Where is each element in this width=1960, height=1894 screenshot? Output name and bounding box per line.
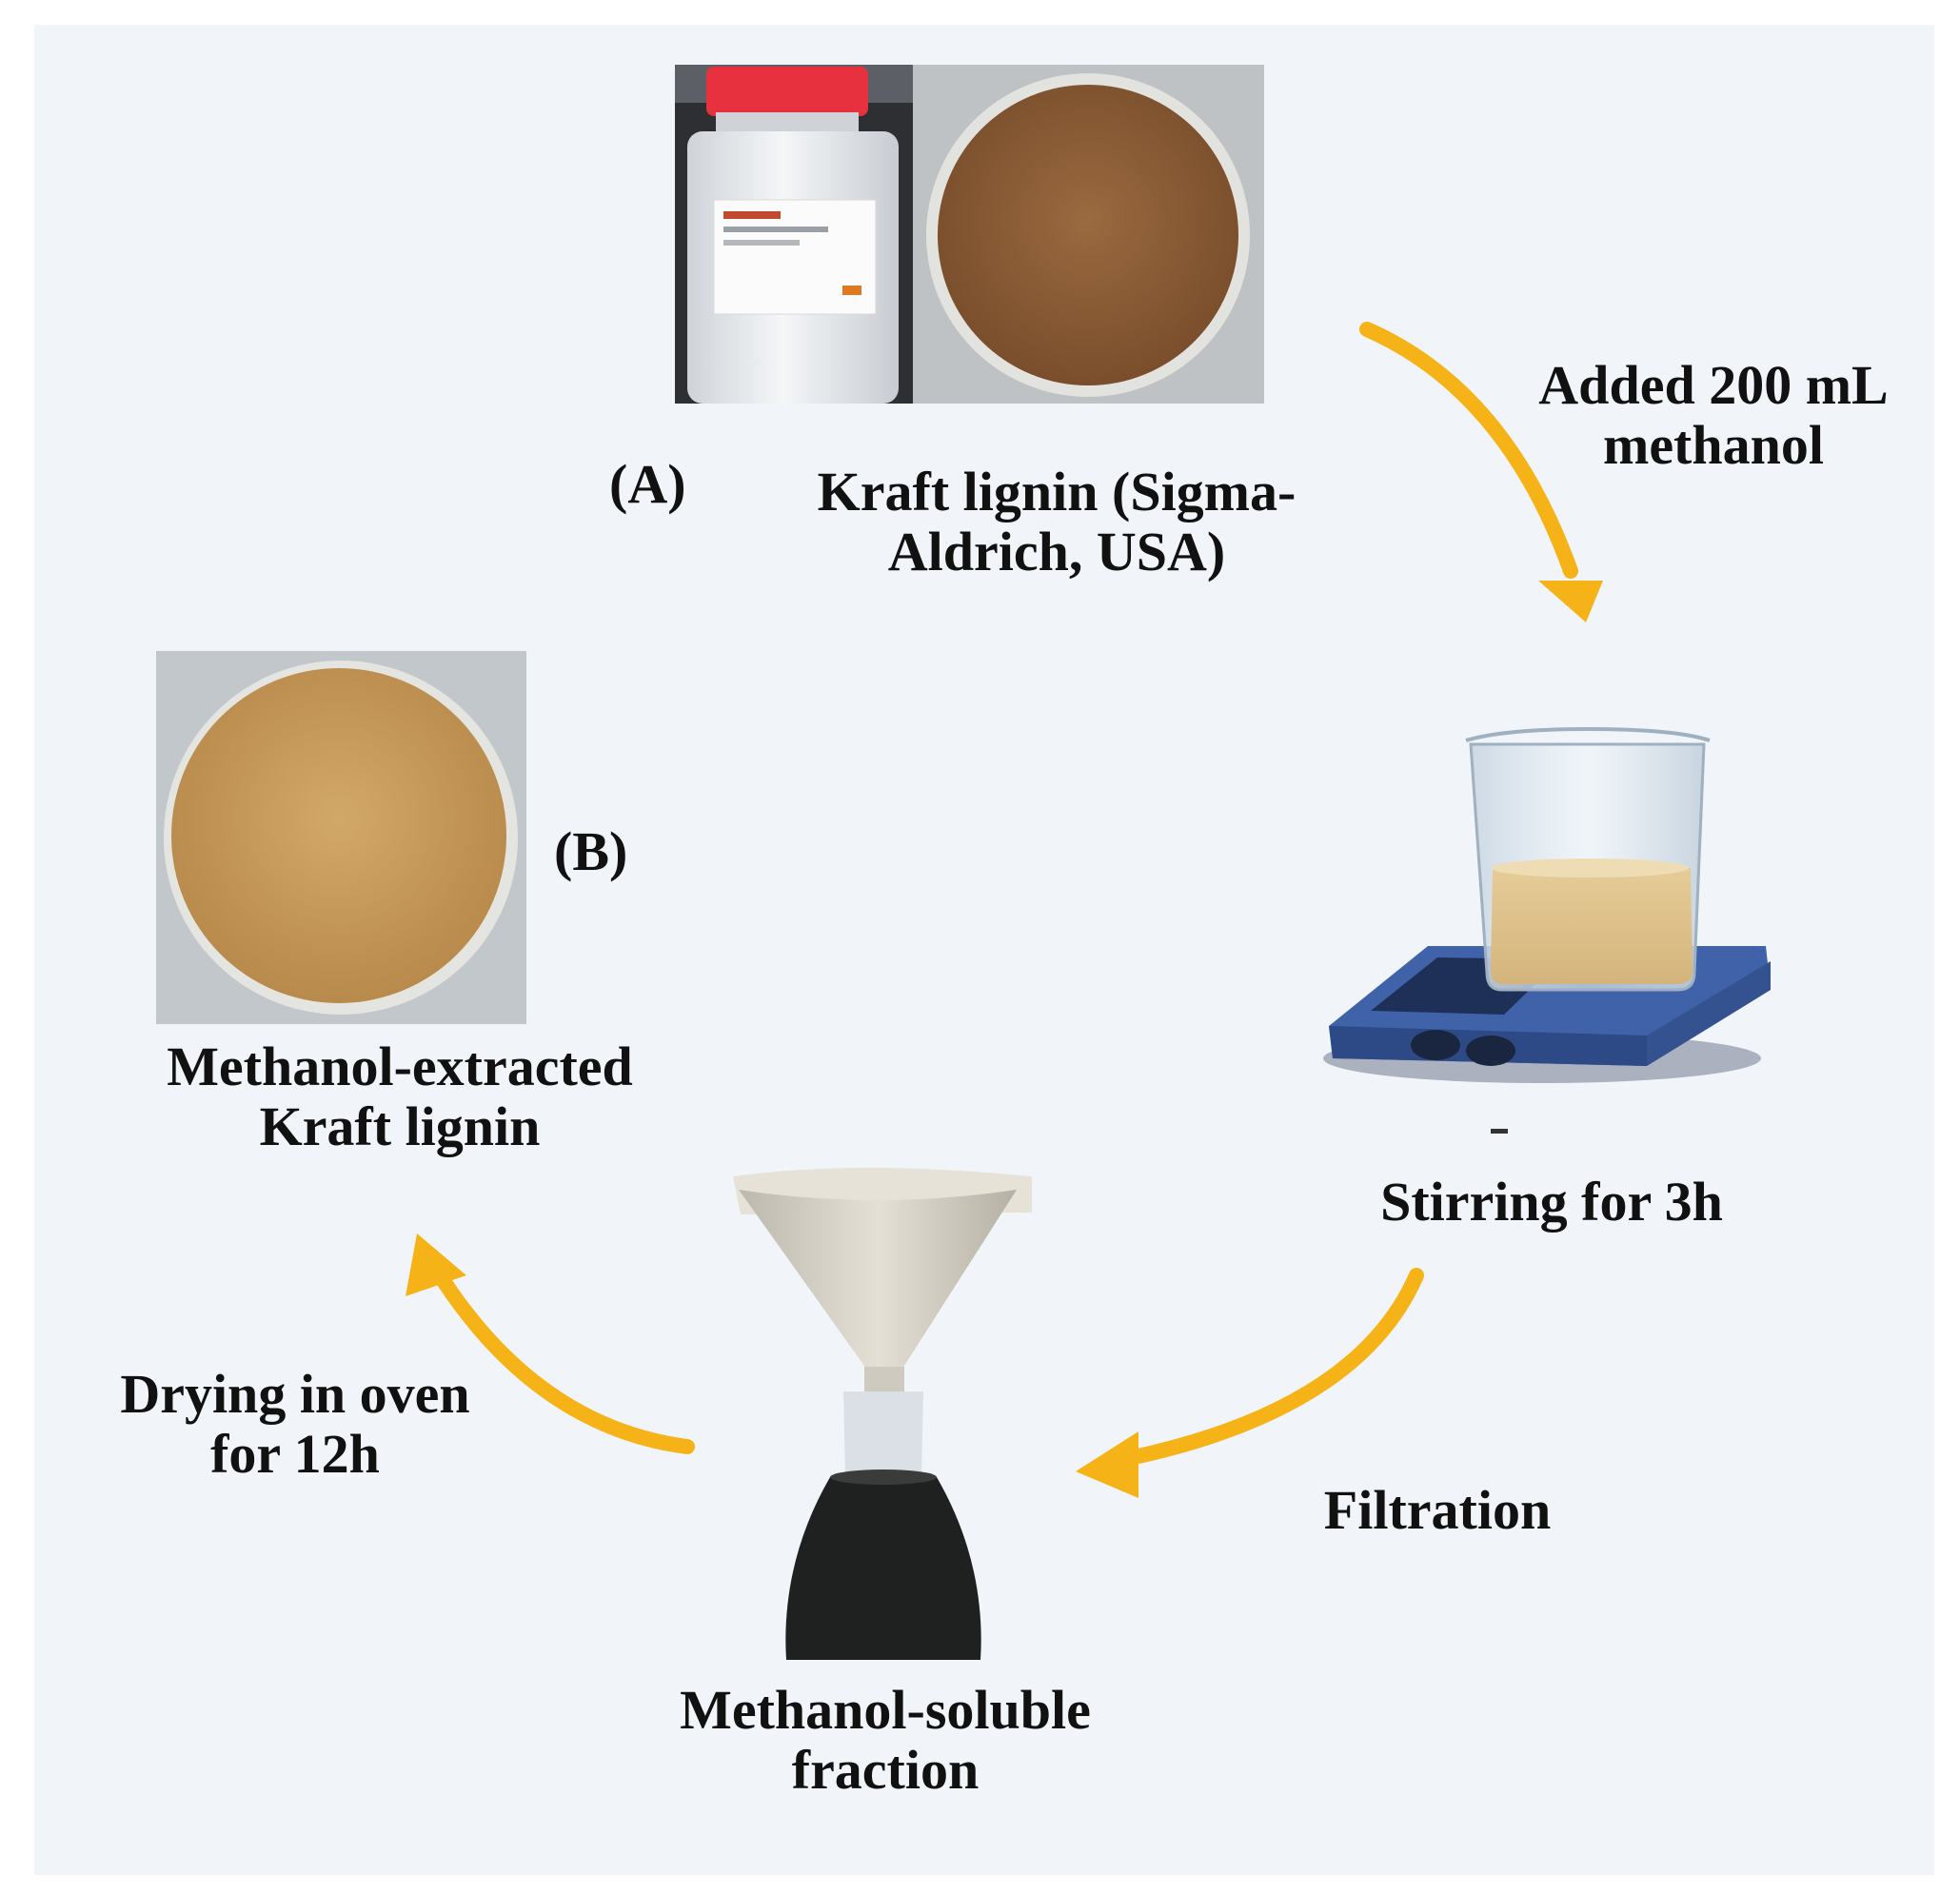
step-add-line1: Added 200 mL	[1538, 354, 1889, 416]
label-product-soluble: Methanol-soluble fraction	[600, 1679, 1171, 1801]
funnel-flask-icon	[733, 1168, 1032, 1660]
label-start-material: Kraft lignin (Sigma- Aldrich, USA)	[762, 461, 1352, 582]
start-material-line2: Aldrich, USA)	[887, 520, 1226, 582]
step-dry-line1: Drying in oven	[120, 1363, 470, 1425]
label-step-add: Added 200 mL methanol	[1495, 354, 1932, 476]
label-step-stir: Stirring for 3h	[1380, 1171, 1723, 1233]
product-extracted-line1: Methanol-extracted	[167, 1036, 633, 1097]
label-b: (B)	[554, 820, 628, 882]
arrow-add-methanol	[1359, 322, 1603, 622]
arrow-filtration	[1076, 1268, 1424, 1498]
arrow-drying	[406, 1233, 695, 1454]
label-step-filter: Filtration	[1323, 1479, 1552, 1541]
extracted-lignin-photo	[156, 651, 526, 1024]
label-product-extracted: Methanol-extracted Kraft lignin	[95, 1036, 704, 1157]
beaker-on-hotplate-icon	[1323, 726, 1771, 1134]
start-material-line1: Kraft lignin (Sigma-	[817, 461, 1297, 523]
step-dry-line2: for 12h	[210, 1422, 380, 1485]
product-soluble-line2: fraction	[791, 1738, 980, 1801]
step-add-line2: methanol	[1603, 413, 1824, 476]
reagent-bottle-icon	[675, 65, 913, 404]
lignin-powder-icon	[913, 65, 1264, 404]
product-extracted-line2: Kraft lignin	[259, 1095, 541, 1157]
label-step-dry: Drying in oven for 12h	[57, 1363, 533, 1485]
label-a: (A)	[609, 453, 686, 515]
product-soluble-line1: Methanol-soluble	[680, 1679, 1091, 1741]
